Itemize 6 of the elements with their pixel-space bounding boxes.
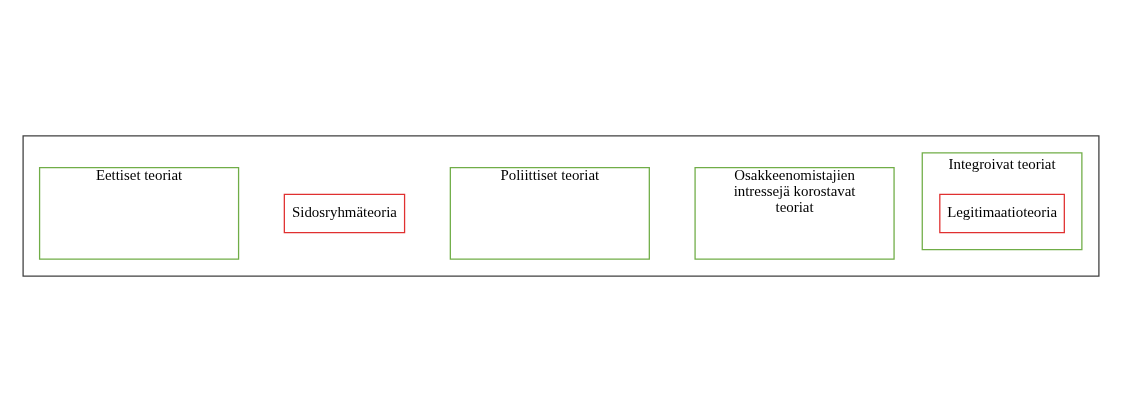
node-box: Legitimaatioteoria (939, 193, 1065, 234)
cluster (22, 135, 1100, 277)
node-box: Sidosryhmäteoria (283, 193, 406, 234)
node-box: Eettiset teoriat (38, 167, 240, 260)
node-box: Osakkeenomistajien intressejä korostavat teoriat (694, 167, 895, 260)
node-box: Poliittiset teoriat (449, 167, 650, 260)
